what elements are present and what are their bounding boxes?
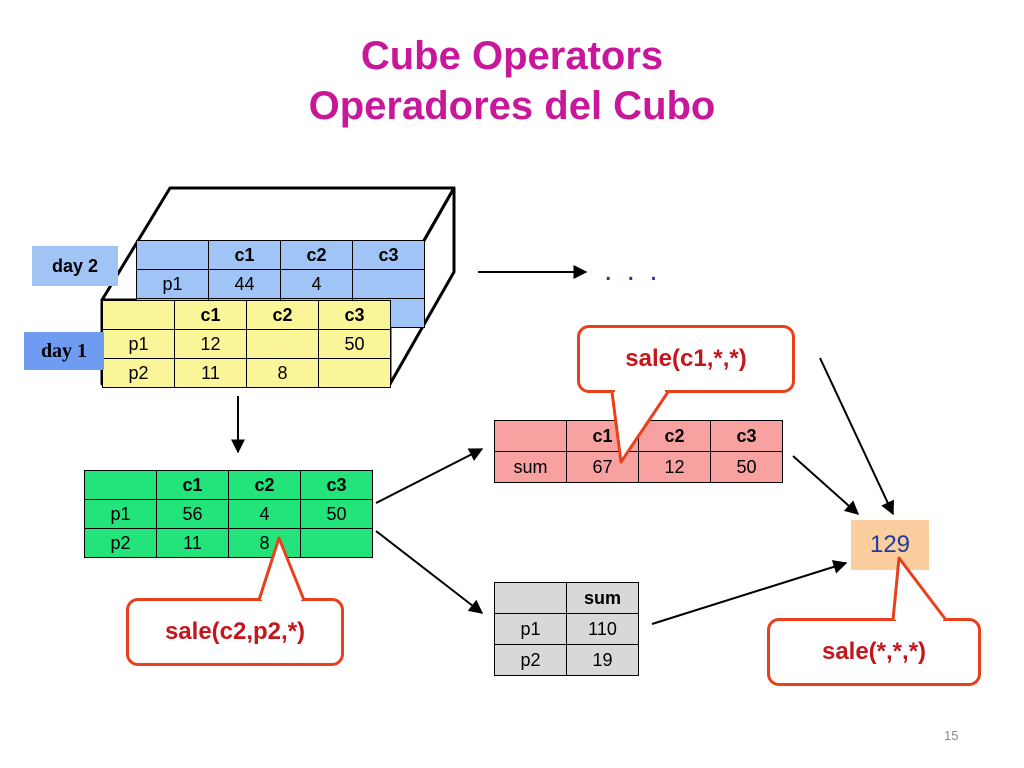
arrow-combined-to-row-sum [375, 530, 484, 614]
table-header-cell: sum [566, 582, 639, 614]
table-cell [246, 329, 319, 359]
table-header-cell [102, 300, 175, 330]
table-header-cell: c1 [174, 300, 247, 330]
table-header-cell [494, 420, 567, 452]
table-cell [300, 528, 373, 558]
table-header-cell: c2 [246, 300, 319, 330]
title-line-1: Cube Operators [360, 34, 664, 78]
arrow-col-sum-to-total [792, 455, 860, 515]
table-cell: 11 [174, 358, 247, 388]
table-cell: 11 [156, 528, 229, 558]
arrow-row-sum-to-total [651, 560, 848, 625]
day1-tag: day 1 [24, 332, 104, 370]
page-number: 15 [944, 728, 959, 743]
table-cell: 50 [318, 329, 391, 359]
table-cell: 8 [246, 358, 319, 388]
callout-sale-all: sale(*,*,*) [767, 618, 981, 686]
table-cell: 12 [174, 329, 247, 359]
arrow-combined-to-col-sum [375, 448, 484, 504]
ellipsis: . . . [604, 254, 661, 287]
table-cell: 56 [156, 499, 229, 529]
total-value: 129 [851, 520, 929, 570]
table-cell: 8 [228, 528, 301, 558]
table-header-cell: c3 [318, 300, 391, 330]
callout-sale-c1: sale(c1,*,*) [577, 325, 795, 393]
table-row-label: p1 [102, 329, 175, 359]
day2-tag: day 2 [32, 246, 118, 286]
table-row-label: p2 [102, 358, 175, 388]
table-row-label: p1 [84, 499, 157, 529]
title-line-2: Operadores del Cubo [308, 84, 716, 128]
table-row-label: p2 [494, 644, 567, 676]
table-cell [318, 358, 391, 388]
table-header-cell [136, 240, 209, 270]
table-cell: 44 [208, 269, 281, 299]
table-header-row: sum [494, 582, 639, 614]
table-header-cell [494, 582, 567, 614]
table-cell [352, 269, 425, 299]
table-header-cell: c2 [280, 240, 353, 270]
table-row-label: p1 [136, 269, 209, 299]
table-cell: 67 [566, 451, 639, 483]
table-row-label: p1 [494, 613, 567, 645]
callout-c1-pointer [610, 391, 670, 464]
table-header-cell: c3 [352, 240, 425, 270]
table-cell: 4 [280, 269, 353, 299]
table-cell: 19 [566, 644, 639, 676]
table-cell: 12 [638, 451, 711, 483]
table-header-cell: c1 [156, 470, 229, 500]
arrow-dots-to-total [819, 357, 894, 516]
table-header-cell: c1 [208, 240, 281, 270]
table-header-cell: c3 [300, 470, 373, 500]
table-header-cell [84, 470, 157, 500]
table-cell: 50 [710, 451, 783, 483]
callout-all-pointer [891, 556, 948, 621]
callout-sale-c2-p2: sale(c2,p2,*) [126, 598, 344, 666]
table-row-label: sum [494, 451, 567, 483]
callout-c2p2-pointer [257, 536, 306, 601]
table-header-cell: c2 [228, 470, 301, 500]
